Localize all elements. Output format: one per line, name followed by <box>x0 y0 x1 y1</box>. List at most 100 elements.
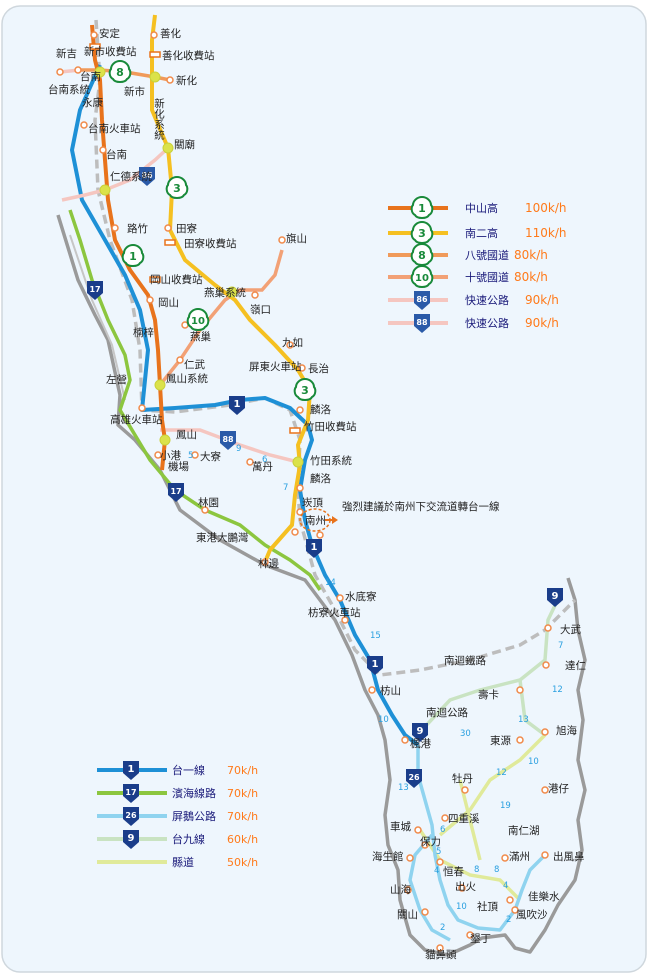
interchange-dots <box>94 66 304 468</box>
place-label: 高雄火車站 <box>110 413 163 426</box>
place-label: 牡丹 <box>452 772 473 785</box>
km-marker: 5 <box>436 847 441 857</box>
km-marker: 10 <box>528 757 539 767</box>
legend-row: 1 台一線 70k/h <box>97 761 258 780</box>
place-label: 海生館 <box>372 850 404 863</box>
legend-speed: 60k/h <box>227 833 258 846</box>
place-label: 關山 <box>397 909 418 921</box>
legend-row: 88 快速公路 90k/h <box>388 314 559 333</box>
km-marker: 14 <box>325 578 336 588</box>
place-label: 岡山 <box>158 297 179 309</box>
km-marker: 15 <box>370 631 381 641</box>
km-marker: 12 <box>552 685 563 695</box>
legend-route-number: 9 <box>128 833 135 844</box>
legend-speed: 70k/h <box>227 787 258 800</box>
km-marker: 9 <box>236 444 241 454</box>
place-label: 台南 <box>80 70 101 83</box>
km-marker: 7 <box>283 483 288 493</box>
place-label: 萬丹 <box>252 460 273 473</box>
legend-name: 濱海線路 <box>172 786 216 800</box>
place-label: 台南系統 <box>48 83 90 96</box>
place-label: 保力 <box>420 835 441 848</box>
place-label: 墾丁 <box>470 932 491 945</box>
place-label: 枋寮火車站 <box>308 606 361 619</box>
place-label: 麟洛 <box>310 403 331 416</box>
km-marker: 6 <box>440 825 445 835</box>
place-label: 滿州 <box>509 850 530 863</box>
place-label: 新吉 <box>56 47 77 60</box>
place-label: 新化系統 <box>153 97 165 141</box>
legend-name: 台一線 <box>172 763 205 777</box>
legend-speed: 100k/h <box>525 201 567 215</box>
place-label: 出火 <box>455 880 476 893</box>
legend-row: 26 屏鵝公路 70k/h <box>97 807 258 826</box>
legend-route-number: 1 <box>128 764 135 775</box>
legend-speed: 50k/h <box>227 856 258 869</box>
place-label: 崁頂 <box>302 497 323 509</box>
legend-row: 縣道 50k/h <box>97 855 258 869</box>
km-marker: 7 <box>558 641 563 651</box>
svg-text:10: 10 <box>191 316 205 327</box>
km-marker: 10 <box>378 715 389 725</box>
place-label: 佳樂水 <box>528 890 560 903</box>
legend-top: 1 中山高 100k/h 3 南二高 110k/h 8 八號國道 80k/h 1… <box>388 195 567 333</box>
place-labels: 安定 善化 新吉 新市收費站 善化收費站 台南 台南系統 新化 新市 新化系統 … <box>48 27 586 961</box>
km-markers: 5 6 9 7 14 15 10 30 13 12 13 7 12 10 19 … <box>188 444 563 933</box>
map-background <box>1 5 647 973</box>
place-label: 山海 <box>390 883 411 896</box>
place-label: 善化收費站 <box>162 49 215 62</box>
legend-name: 中山高 <box>465 201 498 215</box>
place-label: 小港 <box>160 450 181 462</box>
place-label: 岡山收費站 <box>150 273 203 286</box>
place-label: 長治 <box>308 362 329 375</box>
legend-name: 八號國道 <box>465 248 509 262</box>
place-label: 仁武 <box>184 358 205 371</box>
legend-name: 南二高 <box>465 226 498 240</box>
legend-name: 屏鵝公路 <box>172 809 216 823</box>
place-label: 壽卡 <box>478 688 499 701</box>
place-label: 竹田系統 <box>310 454 352 467</box>
km-marker: 13 <box>518 715 529 725</box>
place-label: 東源 <box>490 734 511 747</box>
place-label: 社頂 <box>477 900 498 913</box>
place-label: 四重溪 <box>448 812 480 825</box>
place-label: 旗山 <box>286 232 307 245</box>
legend-row: 86 快速公路 90k/h <box>388 291 559 310</box>
svg-text:17: 17 <box>89 285 100 294</box>
km-marker: 8 <box>494 865 499 875</box>
place-label: 楓港 <box>410 737 431 750</box>
place-label: 台南 <box>106 148 127 161</box>
km-marker: 30 <box>460 729 471 739</box>
km-marker: 5 <box>188 451 193 461</box>
station-dots <box>56 31 552 952</box>
place-label: 南迴鐵路 <box>444 654 486 667</box>
place-label: 港仔 <box>548 783 569 795</box>
km-marker: 13 <box>398 783 409 793</box>
legend-speed: 80k/h <box>514 248 548 262</box>
place-label: 麟洛 <box>310 472 331 485</box>
place-label: 新化 <box>176 74 197 87</box>
coast-shadow <box>69 234 126 401</box>
place-label: 車城 <box>390 820 411 833</box>
legend-route-number: 1 <box>418 202 426 215</box>
place-label: 竹田收費站 <box>304 420 357 433</box>
svg-text:1: 1 <box>372 659 379 670</box>
nanzhou-note: 強烈建議於南州下交流道轉台一線 <box>342 500 500 513</box>
place-label: 左營 <box>106 373 127 386</box>
place-label: 林邊 <box>258 557 279 570</box>
legend-speed: 70k/h <box>227 764 258 777</box>
place-label: 風吹沙 <box>516 908 548 921</box>
km-marker: 2 <box>506 915 511 925</box>
place-label: 大寮 <box>200 450 221 463</box>
legend-speed: 90k/h <box>525 316 559 330</box>
km-marker: 10 <box>456 902 467 912</box>
legend-bottom: 1 台一線 70k/h 17 濱海線路 70k/h 26 屏鵝公路 70k/h … <box>97 761 258 869</box>
place-label: 出風鼻 <box>553 850 585 863</box>
nanzhou-arrow-icon <box>325 516 338 524</box>
svg-text:86: 86 <box>141 171 153 180</box>
place-label: 燕巢系統 <box>204 286 246 299</box>
legend-route-number: 3 <box>418 227 426 240</box>
km-marker: 6 <box>262 455 267 465</box>
place-label: 東港大鵬灣 <box>196 531 249 544</box>
place-label: 嶺口 <box>250 304 271 316</box>
